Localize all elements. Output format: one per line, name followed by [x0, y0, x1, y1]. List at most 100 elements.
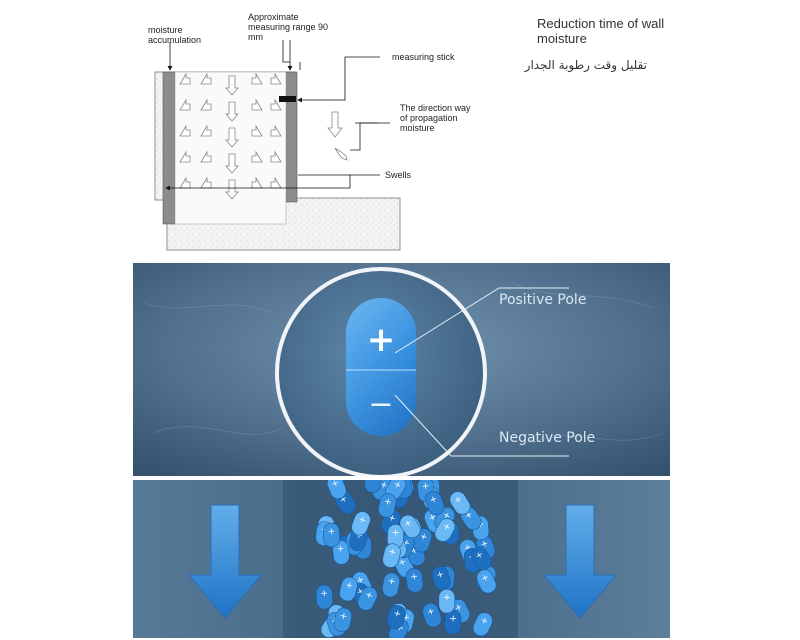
capsule-molecule-icon: +: [382, 572, 401, 598]
svg-text:+: +: [479, 539, 489, 551]
moisture-arrow-icon: [270, 98, 282, 111]
charge-capsule: [346, 298, 416, 436]
svg-text:+: +: [435, 570, 445, 582]
moisture-arrow-icon: [179, 150, 191, 163]
svg-text:+: +: [339, 611, 348, 622]
capsule-molecule-icon: +: [382, 543, 401, 568]
svg-text:+: +: [410, 572, 419, 583]
moisture-arrow-icon: [200, 150, 212, 163]
moisture-arrow-icon: [251, 98, 263, 111]
moisture-arrow-icon: [200, 98, 212, 111]
moisture-arrow-icon: [225, 127, 239, 148]
capsule-molecule-icon: +: [470, 546, 492, 570]
svg-text:+: +: [426, 606, 436, 618]
label-moisture-accumulation: moisture accumulation: [148, 25, 202, 45]
svg-text:+: +: [421, 481, 430, 492]
svg-text:+: +: [391, 480, 403, 492]
svg-text:+: +: [394, 622, 405, 634]
svg-text:+: +: [387, 513, 397, 525]
svg-text:+: +: [463, 543, 473, 555]
moisture-arrows: [179, 72, 282, 200]
svg-text:+: +: [403, 518, 415, 531]
svg-text:+: +: [409, 545, 420, 557]
capsule-molecule-icon: +: [476, 569, 497, 594]
svg-text:+: +: [480, 573, 491, 585]
svg-text:+: +: [369, 480, 378, 483]
moisture-arrow-icon: [251, 150, 263, 163]
label-measuring-range: Approximate measuring range 90 mm: [248, 12, 329, 42]
capsule-molecule-icon: +: [364, 480, 382, 493]
legend-arrows: [327, 111, 348, 161]
capsule-molecule-icon: +: [405, 568, 424, 593]
capsule-molecule-icon: +: [315, 584, 333, 610]
capsule-molecule-icon: +: [326, 480, 347, 499]
positive-pointer: [394, 287, 569, 354]
svg-text:+: +: [441, 521, 453, 533]
capsule-molecule-icon: +: [438, 588, 456, 614]
svg-text:+: +: [355, 575, 366, 587]
moisture-arrow-icon: [225, 101, 239, 122]
capsule-molecule-icon: +: [424, 490, 445, 516]
molecule-cluster: ++++++++++++++++++++++++++++++++++++++++…: [315, 480, 497, 638]
capsule-molecule-icon: +: [333, 607, 352, 633]
moisture-arrow-icon: [270, 124, 282, 137]
measuring-stick: [279, 96, 296, 102]
svg-text:+: +: [474, 550, 486, 562]
label-direction: The direction way of propagation moistur…: [400, 103, 471, 133]
flow-panel: ++++++++++++++++++++++++++++++++++++++++…: [133, 480, 670, 638]
svg-text:+: +: [357, 515, 368, 527]
capsule-molecule-icon: +: [472, 612, 493, 637]
svg-text:+: +: [428, 494, 439, 506]
svg-text:+: +: [387, 576, 396, 587]
svg-text:+: +: [363, 590, 374, 602]
svg-text:+: +: [453, 602, 464, 614]
svg-text:+: +: [418, 532, 428, 544]
leader-lines: [165, 40, 390, 191]
moisture-arrow-icon: [200, 72, 212, 85]
svg-text:+: +: [449, 614, 457, 624]
capsule-molecule-icon: +: [323, 522, 340, 548]
svg-text:+: +: [479, 615, 490, 627]
svg-text:+: +: [338, 494, 350, 507]
svg-text:+: +: [383, 497, 392, 508]
capsule-molecule-icon: +: [357, 586, 378, 611]
diagram-title-arabic: تقليل وقت رطوبة الجدار: [524, 58, 647, 72]
diagram-title: Reduction time of wall moisture: [537, 16, 665, 46]
moisture-arrow-icon: [179, 98, 191, 111]
moisture-arrow-icon: [251, 124, 263, 137]
svg-text:+: +: [392, 528, 400, 538]
poles-panel-graphic: [133, 263, 670, 476]
capsule-molecule-icon: +: [351, 511, 371, 536]
svg-text:+: +: [336, 544, 345, 555]
negative-pole-label: Negative Pole: [499, 430, 596, 446]
moisture-arrow-icon: [270, 72, 282, 85]
svg-text:+: +: [344, 580, 354, 592]
capsule-molecule-icon: +: [444, 610, 462, 635]
svg-text:+: +: [355, 586, 366, 598]
svg-text:+: +: [354, 530, 364, 541]
capsule-molecule-icon: +: [422, 603, 442, 628]
moisture-arrow-icon: [251, 72, 263, 85]
svg-text:+: +: [330, 480, 341, 490]
svg-text:+: +: [387, 547, 397, 559]
negative-pointer: [394, 394, 569, 457]
label-swells: Swells: [385, 170, 412, 180]
capsule-molecule-icon: +: [449, 491, 471, 515]
svg-text:+: +: [327, 527, 335, 537]
positive-pole-label: Positive Pole: [499, 292, 587, 308]
moisture-arrow-icon: [270, 150, 282, 163]
poles-panel: + − Positive Pole Negative Pole: [133, 263, 670, 476]
left-down-arrow-icon: [187, 504, 263, 619]
svg-text:+: +: [401, 537, 412, 549]
svg-text:+: +: [427, 512, 438, 524]
svg-text:+: +: [320, 589, 328, 599]
wall-moisture-diagram: [154, 40, 401, 251]
moisture-arrow-icon: [225, 75, 239, 96]
svg-text:+: +: [378, 480, 389, 492]
flow-panel-graphic: ++++++++++++++++++++++++++++++++++++++++…: [133, 480, 670, 638]
minus-icon: −: [368, 387, 394, 422]
svg-text:+: +: [440, 510, 452, 522]
svg-text:+: +: [463, 510, 475, 523]
moisture-arrow-icon: [179, 124, 191, 137]
moisture-arrow-icon: [200, 124, 212, 137]
